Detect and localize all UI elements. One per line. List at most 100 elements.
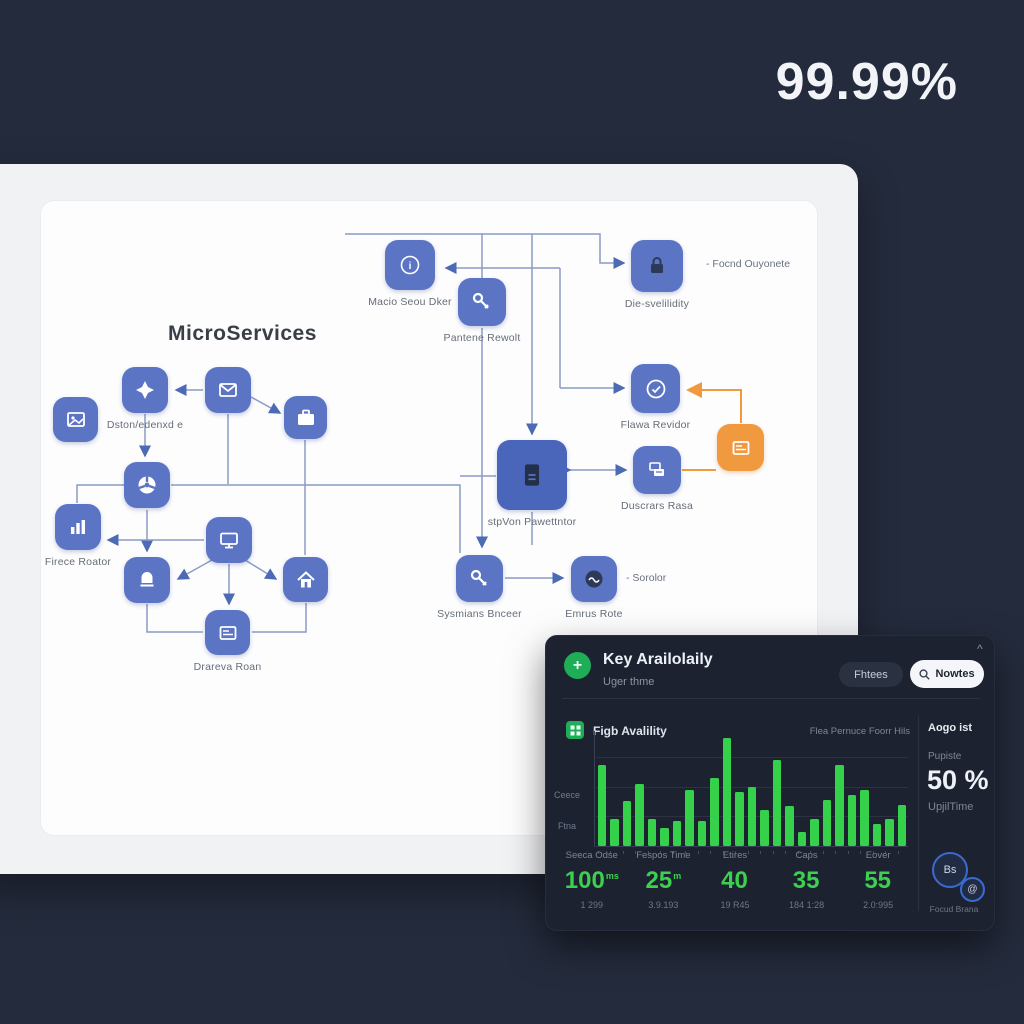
y-axis-label-1: Ceece bbox=[554, 789, 581, 800]
metrics-row: Seeca Odse 100ms 1 299 Fespos Time 25m 3.9.19… bbox=[556, 850, 914, 910]
briefcase-icon bbox=[294, 406, 318, 430]
metric-sub: 3.9.193 bbox=[648, 900, 679, 910]
diagram-node-chartnode[interactable] bbox=[55, 504, 101, 550]
metric-value: 100ms bbox=[564, 867, 619, 894]
node-label: Pantene Rewolt bbox=[443, 332, 521, 344]
metric-value: 55 bbox=[864, 867, 892, 894]
badge-footer-label: Focud Brana bbox=[929, 904, 979, 914]
node-label: Firece Roator bbox=[44, 556, 112, 568]
diagram-node-bell[interactable] bbox=[124, 557, 170, 603]
chart-bar bbox=[635, 784, 644, 846]
metric-unit: ms bbox=[605, 871, 619, 881]
diagram-node-gauge[interactable] bbox=[571, 556, 617, 602]
chart-bar bbox=[860, 789, 869, 846]
diagram-node-key2[interactable] bbox=[456, 555, 503, 602]
card-icon bbox=[216, 621, 240, 645]
diagram-node-clock[interactable] bbox=[631, 364, 680, 413]
key-icon bbox=[468, 567, 492, 591]
diagram-node-star[interactable] bbox=[122, 367, 168, 413]
summary-top-label: Aogo ist bbox=[928, 722, 972, 734]
bar-chart-icon bbox=[66, 515, 90, 539]
clock-icon bbox=[644, 377, 668, 401]
node-label: Die-svelilidity bbox=[624, 298, 690, 310]
grid-icon bbox=[566, 721, 584, 739]
chart-bar bbox=[735, 792, 744, 846]
metric-sub: 2.0:995 bbox=[863, 900, 894, 910]
search-button-label: Nowtes bbox=[935, 668, 975, 680]
diagram-node-envelope[interactable] bbox=[205, 367, 251, 413]
metric-sub: 19 R45 bbox=[720, 900, 750, 910]
diagram-node-monitor[interactable] bbox=[206, 517, 252, 563]
diagram-node-lock[interactable] bbox=[631, 240, 683, 292]
diagram-node-orange[interactable] bbox=[717, 424, 764, 471]
node-label: Sysmians Bnceer bbox=[437, 608, 522, 620]
diagram-node-info[interactable]: i bbox=[385, 240, 435, 290]
metric-sub: 1 299 bbox=[580, 900, 604, 910]
metric-value: 40 bbox=[721, 867, 748, 894]
filter-button[interactable]: Fhtees bbox=[839, 662, 903, 687]
chart-bar bbox=[897, 804, 907, 846]
node-label: Flawa Revidor bbox=[620, 419, 691, 431]
metric-value: 25m bbox=[645, 867, 682, 894]
collapse-chevron-icon[interactable]: ^ bbox=[977, 642, 983, 656]
availability-bar-chart: Ceece Ftna bbox=[554, 731, 908, 854]
x-ticks bbox=[598, 851, 906, 854]
chart-bar bbox=[747, 786, 757, 846]
chart-bar bbox=[822, 799, 832, 846]
chart-bar bbox=[685, 789, 694, 846]
node-label: Drareva Roan bbox=[193, 661, 262, 673]
node-label: Duscrars Rasa bbox=[620, 500, 694, 512]
availability-panel: + Key Arailolaily Uger thme Fhtees Nowte… bbox=[545, 635, 995, 931]
badge1-label: Bs bbox=[943, 864, 957, 876]
chart-bar bbox=[847, 795, 857, 846]
info-icon: i bbox=[398, 253, 422, 277]
diagram-node-fan[interactable] bbox=[124, 462, 170, 508]
star-icon bbox=[133, 378, 157, 402]
diagram-node-cards[interactable] bbox=[633, 446, 681, 494]
diagram-node-cardm[interactable] bbox=[205, 610, 250, 655]
search-button[interactable]: Nowtes bbox=[910, 660, 984, 688]
node-label: Emrus Rote bbox=[565, 608, 623, 620]
key-icon bbox=[470, 290, 494, 314]
chart-bar bbox=[672, 821, 682, 846]
metric-unit: m bbox=[673, 871, 682, 881]
section-note: Flea Pernuce Foorr Hils bbox=[809, 726, 910, 737]
chart-bar bbox=[835, 765, 844, 846]
bell-icon bbox=[135, 568, 159, 592]
chart-bar bbox=[660, 827, 669, 846]
chart-bar bbox=[722, 738, 732, 846]
section-label: Figb Avalility bbox=[593, 724, 667, 738]
uptime-stat: 99.99% bbox=[775, 53, 958, 111]
chart-bar bbox=[872, 824, 882, 846]
home-icon bbox=[294, 568, 318, 592]
chart-bar bbox=[797, 831, 807, 846]
badge2-label: @ bbox=[967, 884, 978, 895]
diagram-node-briefcase[interactable] bbox=[284, 396, 327, 439]
diagram-node-image[interactable] bbox=[53, 397, 98, 442]
diagram-node-key1[interactable] bbox=[458, 278, 506, 326]
metric-label: Etires bbox=[722, 850, 748, 861]
chart-bar bbox=[647, 819, 657, 846]
svg-text:i: i bbox=[409, 261, 412, 272]
summary-small-label: Pupiste bbox=[928, 751, 962, 762]
fan-icon bbox=[135, 473, 159, 497]
diagram-title: MicroServices bbox=[168, 322, 317, 345]
cards-icon bbox=[645, 458, 669, 482]
card-icon bbox=[729, 436, 753, 460]
badge-small-icon[interactable]: @ bbox=[960, 877, 985, 902]
vertical-divider bbox=[918, 716, 919, 911]
node-label: stpVon Pawettntor bbox=[487, 516, 577, 528]
chart-bar bbox=[710, 777, 719, 846]
header-divider bbox=[562, 698, 980, 699]
diagram-annotation: - Sorolor bbox=[626, 572, 667, 584]
search-icon bbox=[919, 668, 931, 680]
chart-bar bbox=[697, 821, 707, 846]
diagram-node-docbig[interactable] bbox=[497, 440, 567, 510]
metric-label: Seeca Odse bbox=[565, 850, 618, 861]
panel-subtitle: Uger thme bbox=[603, 676, 655, 688]
diagram-node-home[interactable] bbox=[283, 557, 328, 602]
metric-label: Fespos Time bbox=[636, 850, 691, 861]
